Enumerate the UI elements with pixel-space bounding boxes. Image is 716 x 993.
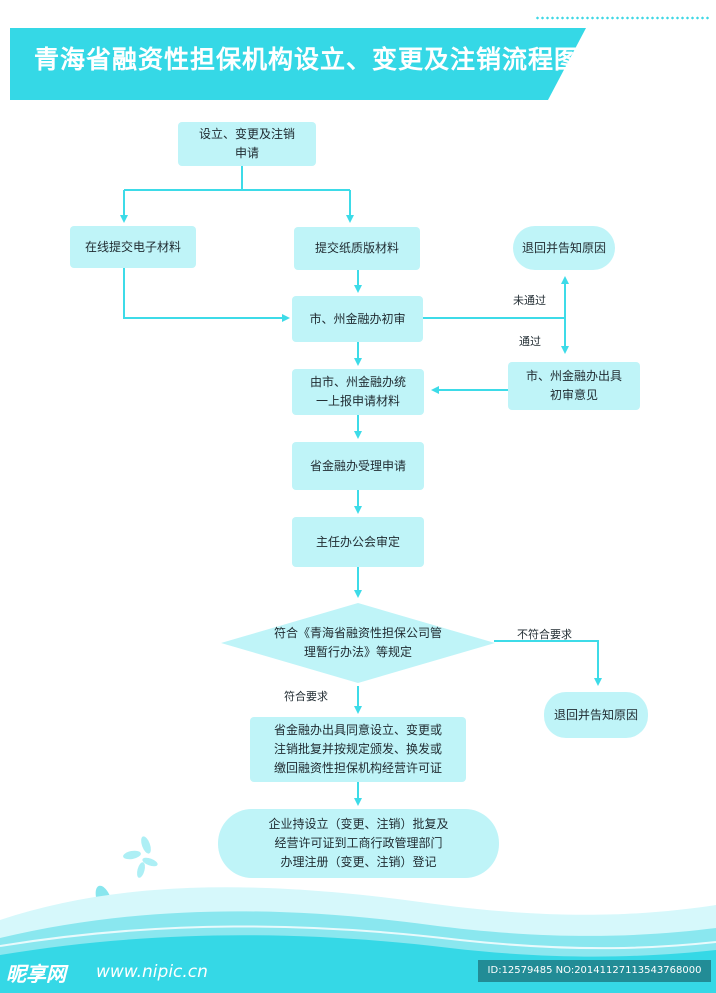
decorative-dots xyxy=(535,16,711,20)
node-director-meeting: 主任办公会审定 xyxy=(292,517,424,567)
node-registration: 企业持设立（变更、注销）批复及 经营许可证到工商行政管理部门 办理注册（变更、注… xyxy=(218,809,499,878)
node-review-opinion: 市、州金融办出具 初审意见 xyxy=(508,362,640,410)
node-return-reason-2: 退回并告知原因 xyxy=(544,692,648,738)
label-not-passed: 未通过 xyxy=(513,294,546,307)
node-approval: 省金融办出具同意设立、变更或 注销批复并按规定颁发、换发或 缴回融资性担保机构经… xyxy=(250,717,466,782)
node-online-materials: 在线提交电子材料 xyxy=(70,226,196,268)
node-return-reason-1: 退回并告知原因 xyxy=(513,226,615,270)
node-province-accept: 省金融办受理申请 xyxy=(292,442,424,490)
node-decision-text: 符合《青海省融资性担保公司管 理暂行办法》等规定 xyxy=(273,626,442,659)
page-title: 青海省融资性担保机构设立、变更及注销流程图 xyxy=(34,45,581,74)
label-passed: 通过 xyxy=(519,335,541,348)
label-compliant: 符合要求 xyxy=(284,690,328,703)
watermark-id: ID:12579485 NO:20141127113543768000 xyxy=(478,960,711,982)
label-not-compliant: 不符合要求 xyxy=(517,628,572,641)
node-unified-submission: 由市、州金融办统 一上报申请材料 xyxy=(292,369,424,415)
node-apply: 设立、变更及注销 申请 xyxy=(178,122,316,166)
watermark-site: www.nipic.cn xyxy=(96,962,208,982)
node-initial-review: 市、州金融办初审 xyxy=(292,296,423,342)
decision-diamond xyxy=(221,603,495,683)
watermark-brand: 昵享网 xyxy=(6,962,66,986)
header-banner xyxy=(10,28,586,100)
node-paper-materials: 提交纸质版材料 xyxy=(294,227,420,270)
